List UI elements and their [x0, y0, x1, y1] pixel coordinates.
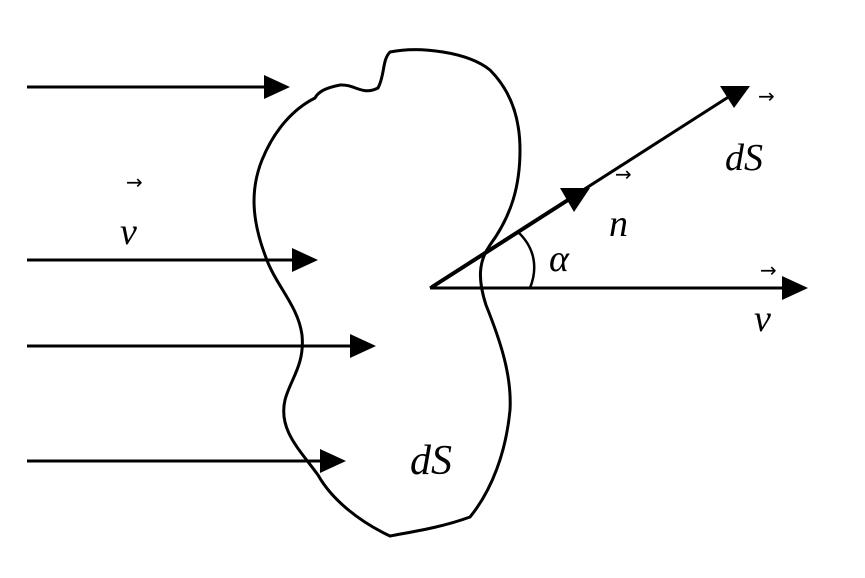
area-vector-arrow: → [758, 84, 775, 108]
normal-vector-head [560, 188, 590, 212]
angle-label: α [549, 238, 570, 280]
normal-label: n [609, 203, 628, 245]
surface-outline [252, 48, 522, 538]
velocity-right-label: v [754, 298, 771, 340]
normal-arrow: → [615, 162, 632, 186]
velocity-vector-head [782, 276, 808, 300]
flow-arrow-2-head [292, 248, 318, 272]
velocity-left-arrow: → [126, 170, 143, 194]
flow-arrow-1-head [264, 75, 290, 99]
normal-vector-shaft [430, 198, 570, 289]
velocity-right-arrow: → [760, 258, 777, 282]
area-element-label: dS [410, 438, 452, 484]
velocity-left-label: v [120, 211, 137, 253]
flow-arrow-3-head [350, 334, 376, 358]
area-vector-head [720, 86, 750, 108]
flow-arrow-4-head [320, 449, 346, 473]
angle-arc [517, 231, 536, 289]
area-vector-label: dS [725, 137, 763, 179]
